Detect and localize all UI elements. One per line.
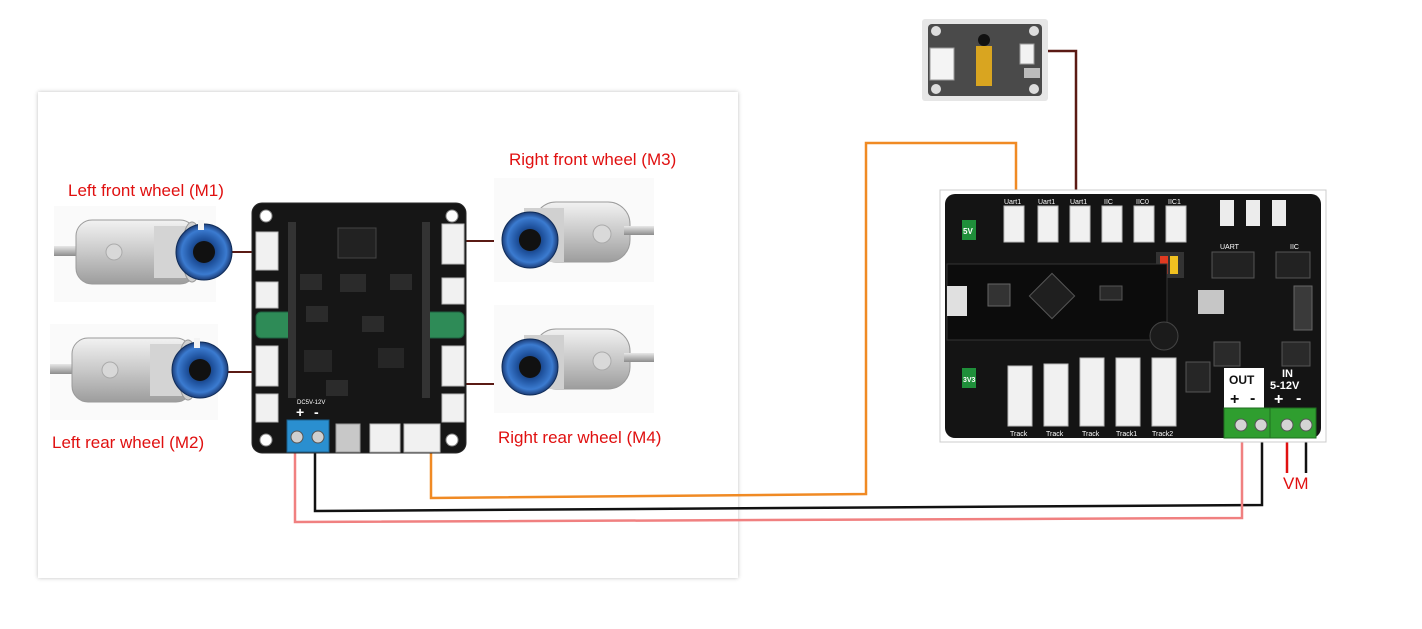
in-plus-label: + xyxy=(1274,391,1283,408)
motor-m3 xyxy=(494,178,655,282)
driver-plus-label: + xyxy=(296,404,304,420)
track-label-0: Track xyxy=(1010,431,1028,438)
driver-power-label: DC5V-12V xyxy=(297,400,325,406)
header-label-0: Uart1 xyxy=(1004,199,1021,206)
label-right-rear-wheel: Right rear wheel (M4) xyxy=(498,428,662,447)
ground-wire-black xyxy=(313,428,1264,513)
motor-m1 xyxy=(53,206,233,302)
track-label-2: Track xyxy=(1082,431,1100,438)
track-label-1: Track xyxy=(1046,431,1064,438)
out-minus-label: - xyxy=(1250,390,1255,407)
driver-minus-label: - xyxy=(314,404,319,420)
label-vm: VM xyxy=(1283,474,1309,493)
in-label: IN xyxy=(1282,368,1293,380)
label-right-front-wheel: Right front wheel (M3) xyxy=(509,150,677,169)
voltage-3v3-label: 3V3 xyxy=(963,377,976,384)
track-label-4: Track2 xyxy=(1152,431,1173,438)
iic-pin-label: IIC xyxy=(1290,244,1299,251)
uart-wire-orange xyxy=(429,141,1018,500)
power-wire-pink xyxy=(293,428,1244,524)
motor-m2 xyxy=(49,324,229,420)
header-label-4: IIC0 xyxy=(1136,199,1149,206)
motor-m4 xyxy=(494,305,655,413)
out-label: OUT xyxy=(1229,373,1255,387)
voltage-5v-label: 5V xyxy=(963,227,973,236)
header-label-1: Uart1 xyxy=(1038,199,1055,206)
uart-pin-label: UART xyxy=(1220,244,1240,251)
label-left-rear-wheel: Left rear wheel (M2) xyxy=(52,433,205,452)
header-label-3: IIC xyxy=(1104,199,1113,206)
controller-board: Uart1 Uart1 Uart1 IIC IIC0 IIC1 5V UART … xyxy=(939,189,1327,443)
header-label-2: Uart1 xyxy=(1070,199,1087,206)
label-left-front-wheel: Left front wheel (M1) xyxy=(68,181,224,200)
in-minus-label: - xyxy=(1296,390,1301,407)
header-label-5: IIC1 xyxy=(1168,199,1181,206)
in-range-label: 5-12V xyxy=(1270,380,1300,392)
track-label-3: Track1 xyxy=(1116,431,1137,438)
out-plus-label: + xyxy=(1230,391,1239,408)
motor-driver-board: DC5V-12V + - xyxy=(251,202,467,454)
camera-module xyxy=(922,19,1048,101)
